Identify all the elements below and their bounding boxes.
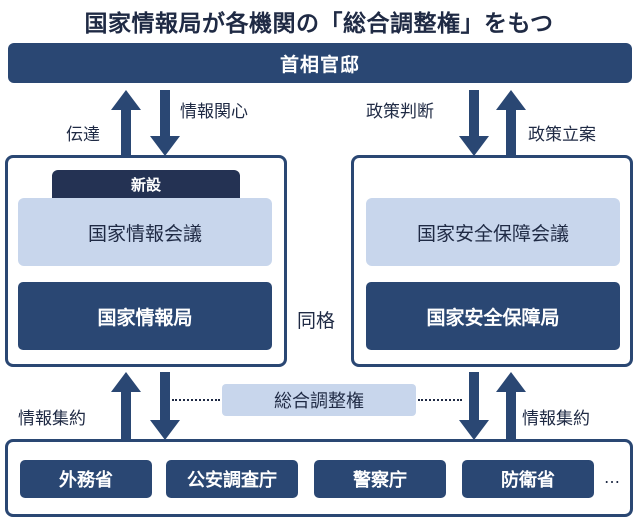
flow-label-transmit: 伝達 — [66, 125, 100, 145]
coordination-authority-box: 総合調整権 — [222, 384, 416, 416]
agency-mofa: 外務省 — [20, 460, 152, 498]
left-bottom-up-arrow-icon — [111, 372, 141, 440]
national-security-secretariat: 国家安全保障局 — [366, 282, 620, 350]
agency-npa: 警察庁 — [314, 460, 446, 498]
right-bottom-down-arrow-icon — [459, 372, 489, 440]
right-up-arrow-icon — [496, 90, 526, 156]
diagram-title: 国家情報局が各機関の「総合調整権」をもつ — [84, 11, 554, 37]
flow-label-policy-decision: 政策判断 — [366, 102, 434, 122]
left-bottom-down-arrow-icon — [150, 372, 180, 440]
national-security-council: 国家安全保障会議 — [366, 198, 620, 266]
left-up-arrow-icon — [111, 90, 141, 156]
agency-psia: 公安調査庁 — [166, 460, 298, 498]
national-intelligence-bureau: 国家情報局 — [18, 282, 272, 350]
flow-label-intel-gathering-right: 情報集約 — [522, 409, 590, 429]
dotted-line-right — [418, 399, 462, 401]
dotted-line-left — [172, 399, 220, 401]
more-ellipsis: … — [604, 468, 620, 487]
left-down-arrow-icon — [150, 90, 180, 156]
new-badge: 新設 — [52, 170, 240, 198]
prime-minister-office-bar: 首相官邸 — [8, 43, 632, 83]
flow-label-policy-planning: 政策立案 — [528, 125, 596, 145]
agency-mod: 防衛省 — [462, 460, 594, 498]
equal-status-label: 同格 — [297, 310, 336, 332]
right-down-arrow-icon — [459, 90, 489, 156]
flow-label-intel-gathering-left: 情報集約 — [18, 409, 86, 429]
right-bottom-up-arrow-icon — [496, 372, 526, 440]
national-intelligence-council: 国家情報会議 — [18, 198, 272, 266]
flow-label-intel-interest: 情報関心 — [180, 102, 248, 122]
